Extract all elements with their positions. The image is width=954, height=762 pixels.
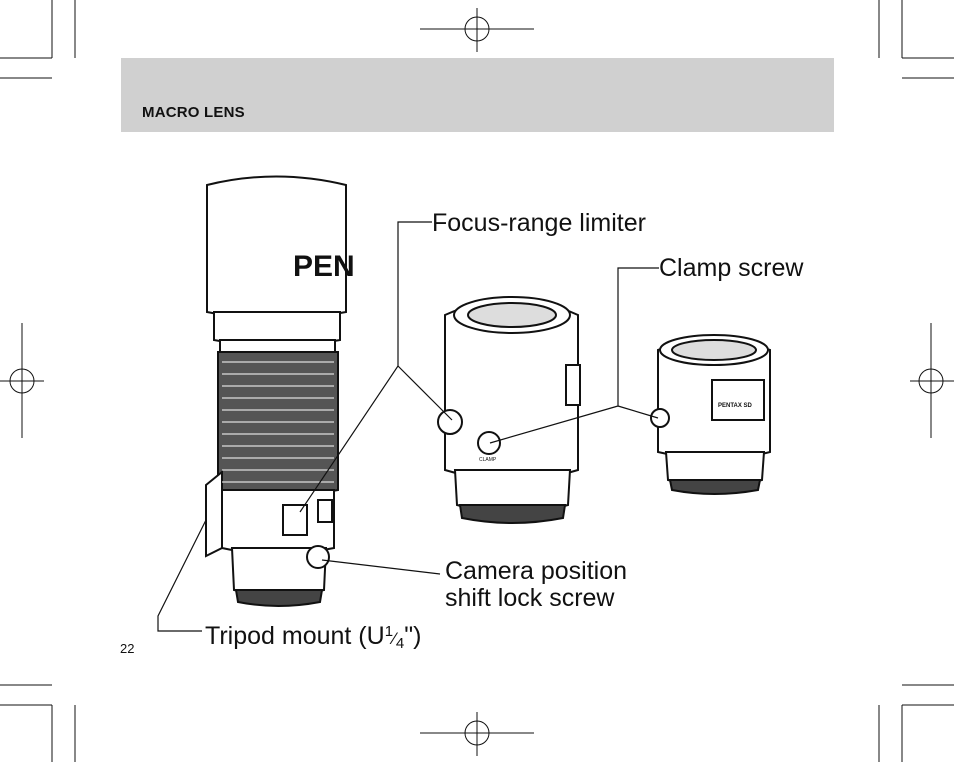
page-number: 22 <box>120 641 135 656</box>
registration-mark-top <box>420 8 534 52</box>
focus-range-limiter-label: Focus-range limiter <box>432 209 646 237</box>
tripod-mount-prefix: Tripod mount (U <box>205 622 385 650</box>
leader-camera-position <box>321 559 441 575</box>
fraction-denominator: 4 <box>395 635 405 652</box>
small-lens-brand-label: PENTAX SD <box>718 403 752 409</box>
clamp-screw-label: Clamp screw <box>659 254 804 282</box>
large-lens <box>205 175 347 607</box>
tripod-mount-fraction: 1⁄4 <box>384 623 405 652</box>
clamp-mark-label: CLAMP <box>479 457 497 463</box>
camera-position-shift-lock-screw-label: Camera position shift lock screw <box>445 558 627 612</box>
fraction-numerator: 1 <box>384 623 394 640</box>
tripod-mount-suffix: ") <box>404 622 422 650</box>
camera-position-line1: Camera position <box>445 557 628 585</box>
registration-mark-left <box>0 323 44 438</box>
medium-lens <box>437 296 581 524</box>
leader-tripod <box>157 519 207 632</box>
registration-mark-bottom <box>420 712 534 756</box>
camera-position-line2: shift lock screw <box>445 584 615 612</box>
registration-mark-right <box>910 323 954 438</box>
small-lens <box>650 334 771 495</box>
leader-clamp <box>489 267 659 444</box>
leader-focus-range <box>299 221 432 513</box>
tripod-mount-label: Tripod mount (U1⁄4") <box>205 618 421 657</box>
header-band: MACRO LENS <box>121 58 834 132</box>
lens-brand-label: PEN <box>293 250 355 283</box>
section-title: MACRO LENS <box>142 104 245 121</box>
